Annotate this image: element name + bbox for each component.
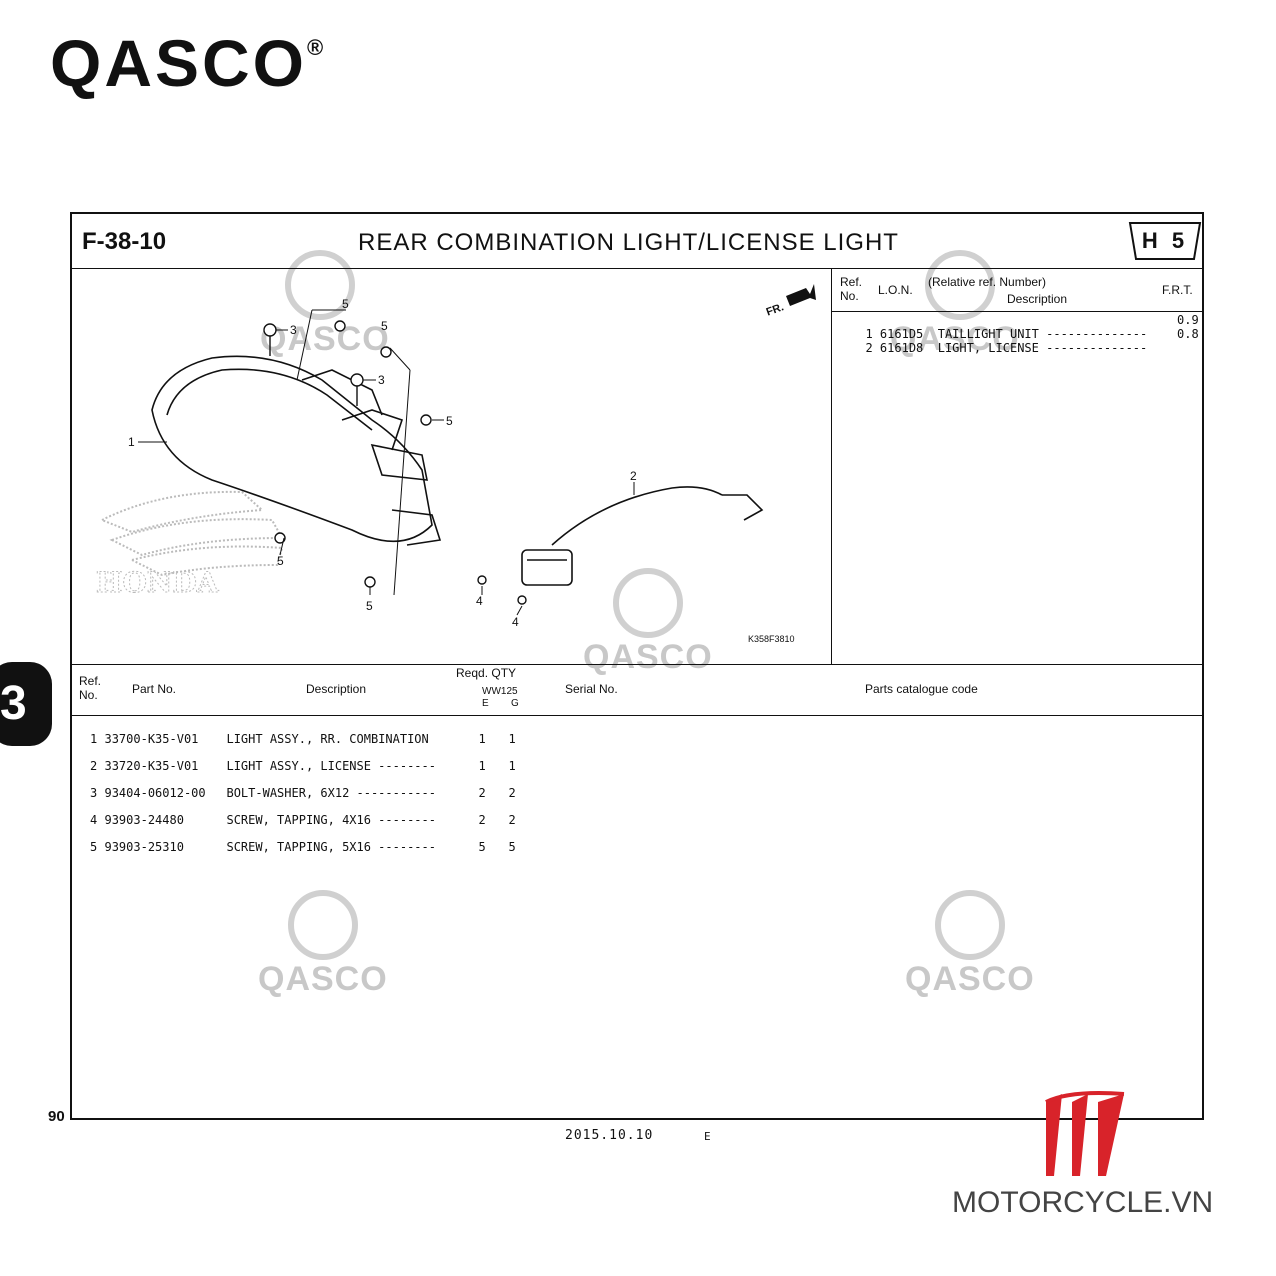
figure-code: F-38-10 <box>82 228 167 255</box>
taillight-unit-drawing <box>151 355 442 546</box>
license-light-drawing <box>521 486 764 586</box>
qasco-watermark: QASCO <box>260 250 390 359</box>
edition-code: E <box>704 1130 711 1143</box>
qasco-watermark: QASCO <box>583 568 713 677</box>
callout-labels: 1 2 3 3 4 4 5 5 5 5 5 <box>128 297 637 629</box>
callout-3a: 3 <box>290 323 297 337</box>
svg-text:FR.: FR. <box>765 301 786 318</box>
callout-5b: 5 <box>381 319 388 333</box>
leader-lines <box>138 309 635 616</box>
callout-5d: 5 <box>277 554 284 568</box>
labor-col-relative: (Relative ref. Number) <box>928 275 1047 289</box>
catalogue-page-frame <box>70 212 1204 1120</box>
parts-col-ref: Ref.No. <box>79 674 102 702</box>
callout-5c: 5 <box>446 414 453 428</box>
exploded-parts-diagram: HONDA <box>96 284 816 644</box>
callout-4a: 4 <box>476 594 483 608</box>
diagram-image-code: K358F3810 <box>748 634 795 644</box>
qasco-watermark: QASCO <box>258 890 388 999</box>
labor-col-description: Description <box>1007 292 1068 306</box>
parts-col-part-no: Part No. <box>132 682 177 696</box>
callout-5a: 5 <box>342 297 349 311</box>
motorcycle-vn-logo-text: MOTORCYCLE.VN <box>952 1186 1214 1219</box>
front-arrow-icon: FR. <box>765 284 816 319</box>
parts-col-e: E <box>482 698 489 709</box>
qasco-watermark: QASCO <box>890 250 1020 359</box>
parts-col-model: WW125 <box>482 686 518 697</box>
parts-col-g: G <box>511 698 519 709</box>
diagram-bottom-divider <box>70 664 1204 665</box>
parts-col-description: Description <box>306 682 367 696</box>
parts-col-catalogue: Parts catalogue code <box>865 682 978 696</box>
header-divider <box>70 268 1204 269</box>
callout-1: 1 <box>128 435 135 449</box>
callout-5e: 5 <box>366 599 373 613</box>
labor-header-divider <box>831 311 1204 312</box>
callout-2: 2 <box>630 469 637 483</box>
labor-row: 1 6161D5 TAILLIGHT UNIT -------------- <box>865 326 1148 341</box>
motorcycle-vn-logo-mark <box>1045 1091 1125 1176</box>
print-date: 2015.10.10 <box>565 1128 654 1143</box>
labor-row-frt: 0.9 <box>1177 313 1199 327</box>
honda-watermark-text: HONDA <box>96 566 220 599</box>
section-badge-shape <box>1128 222 1202 260</box>
page-title: REAR COMBINATION LIGHT/LICENSE LIGHT <box>358 229 899 256</box>
labor-col-lon: L.O.N. <box>878 283 913 297</box>
parts-header-divider <box>70 715 1204 716</box>
honda-wing-watermark <box>99 490 284 577</box>
labor-row: 2 6161D8 LIGHT, LICENSE -------------- <box>865 340 1148 355</box>
labor-row-frt: 0.8 <box>1177 327 1199 341</box>
labor-col-frt: F.R.T. <box>1162 283 1193 297</box>
parts-col-serial: Serial No. <box>565 682 618 696</box>
section-badge: H 5 <box>1141 228 1189 253</box>
diagram-divider <box>831 268 832 664</box>
callout-3b: 3 <box>378 373 385 387</box>
page-number: 90 <box>48 1108 65 1125</box>
labor-col-ref: Ref.No. <box>840 275 863 303</box>
section-tab[interactable] <box>0 662 52 746</box>
section-tab-number: 3 <box>0 677 27 730</box>
parts-col-reqd-qty: Reqd. QTY <box>456 666 517 680</box>
qasco-watermark: QASCO <box>905 890 1035 999</box>
qasco-logo: QASCO® <box>50 26 327 100</box>
fastener-drawings <box>263 320 527 605</box>
callout-4b: 4 <box>512 615 519 629</box>
